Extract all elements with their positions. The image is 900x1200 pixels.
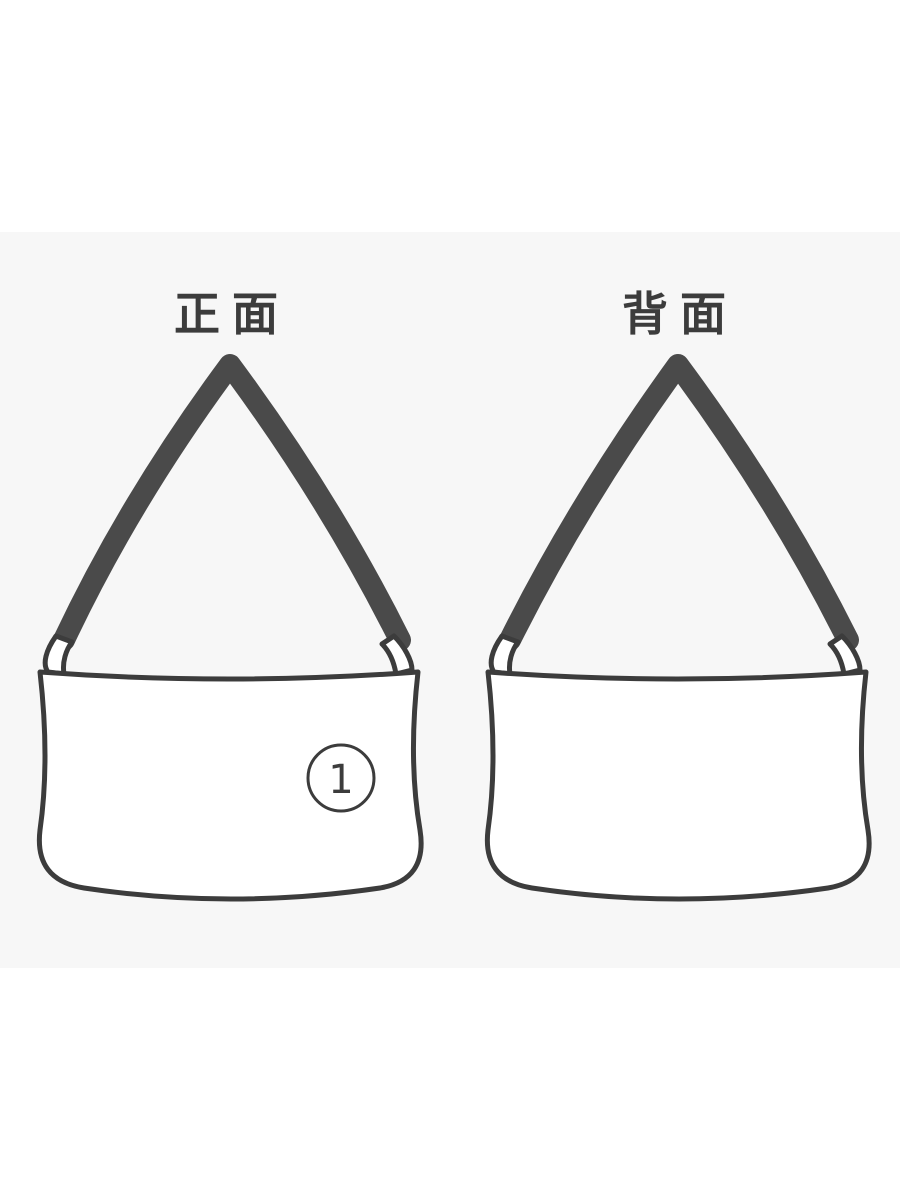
front-view-label: 正面 [174,287,290,341]
front-strap [42,354,415,677]
front-bag: 1 [36,354,424,902]
front-marker: 1 [306,743,376,813]
back-bag [484,354,872,902]
front-bag-body [36,669,424,902]
back-bag-body [484,669,872,902]
back-strap [488,354,863,677]
front-marker-number: 1 [328,757,353,803]
back-view-label: 背面 [622,287,738,341]
